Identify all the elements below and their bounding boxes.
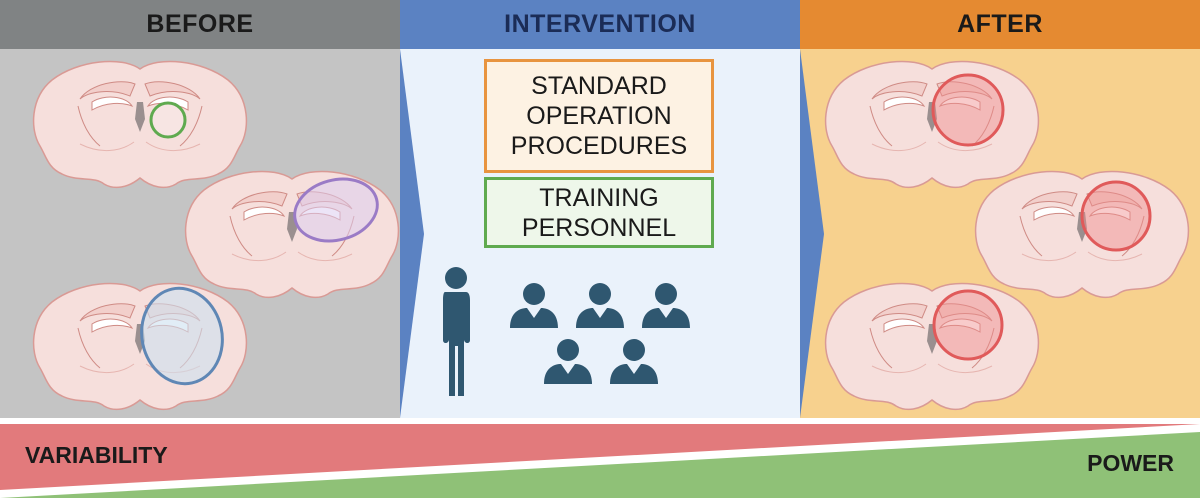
red-region-circle — [931, 73, 1005, 147]
intervention-header: INTERVENTION — [400, 0, 800, 49]
green-region-circle — [149, 101, 187, 139]
standing-person-icon — [443, 267, 470, 396]
seated-person-icon — [576, 283, 624, 328]
red-region-circle — [932, 289, 1004, 361]
training-box: TRAINING PERSONNEL — [484, 177, 714, 248]
brain-slice-icon — [32, 60, 248, 189]
brain-slice-icon — [824, 60, 1040, 189]
variability-power-bar — [0, 424, 1200, 498]
brain-slice-icon — [824, 282, 1040, 411]
seated-person-icon — [610, 339, 658, 384]
power-label: POWER — [1087, 450, 1174, 476]
variability-label: VARIABILITY — [25, 442, 168, 468]
intervention-panel: INTERVENTION STANDARD OPERATION PROCEDUR… — [400, 0, 800, 418]
before-header: BEFORE — [0, 0, 400, 49]
diagram-overlay — [32, 49, 1190, 418]
power-wedge — [0, 432, 1200, 498]
after-header: AFTER — [800, 0, 1200, 49]
training-line-2: PERSONNEL — [521, 213, 677, 242]
blue-region-circle — [140, 286, 224, 386]
sop-line-3: PROCEDURES — [510, 132, 688, 160]
chevron-right-icon — [400, 49, 424, 418]
sop-line-1: STANDARD — [531, 72, 667, 100]
intervention-body: STANDARD OPERATION PROCEDURES TRAINING P… — [400, 49, 800, 418]
sop-line-2: OPERATION — [526, 102, 672, 130]
red-region-circle — [1080, 180, 1152, 252]
seated-person-icon — [510, 283, 558, 328]
sop-box: STANDARD OPERATION PROCEDURES — [484, 59, 714, 173]
brain-slice-icon — [974, 170, 1190, 299]
seated-person-icon — [642, 283, 690, 328]
variability-wedge — [0, 424, 1200, 490]
purple-region-circle — [293, 177, 379, 243]
seated-person-icon — [544, 339, 592, 384]
training-line-1: TRAINING — [539, 183, 659, 212]
chevron-right-icon — [800, 49, 824, 418]
